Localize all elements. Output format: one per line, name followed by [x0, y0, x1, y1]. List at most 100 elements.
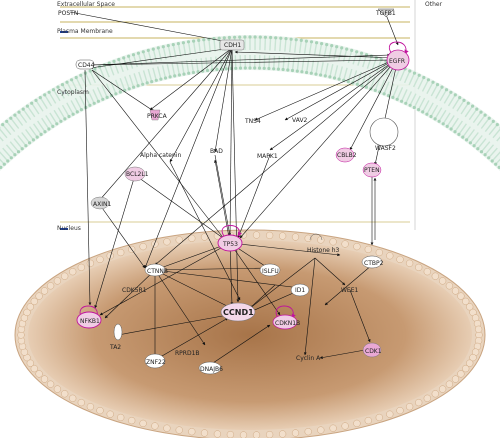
node-ctnnb[interactable]: CTNNB — [144, 263, 168, 277]
edge — [228, 47, 233, 239]
node-label: Histone h3 — [307, 247, 340, 254]
node-label: AXIN1 — [93, 201, 111, 208]
node-alpha-catenin[interactable]: Alpha catenin — [140, 152, 181, 159]
node-label: BCL2L1 — [126, 171, 149, 178]
node-wee1[interactable]: WEE1 — [341, 287, 359, 294]
node-layer: TGFB1 POSTN CDH1 CD44 EGFR PRKCA TNS4 — [58, 8, 410, 375]
node-islfu[interactable]: ISLFU — [259, 263, 281, 277]
node-label: CBLB2 — [337, 152, 357, 159]
edge — [319, 349, 366, 360]
node-label: CDK5R1 — [122, 287, 147, 294]
edge — [384, 11, 399, 46]
edge — [254, 57, 399, 121]
node-label: CTBP2 — [364, 260, 384, 267]
edge — [239, 57, 399, 239]
node-cyclin-a[interactable]: Cyclin A — [296, 355, 321, 362]
edge-layer — [69, 11, 399, 366]
node-cd44[interactable]: CD44 — [75, 59, 95, 70]
edge — [349, 289, 371, 343]
edge — [214, 154, 231, 237]
node-nfkb1[interactable]: NFKB1 — [76, 311, 102, 329]
node-cdh1[interactable]: CDH1 — [219, 39, 245, 51]
edge — [303, 257, 316, 356]
node-rprd1b[interactable]: RPRD1B — [175, 350, 200, 357]
compartment-layer — [60, 0, 416, 230]
edge — [144, 47, 233, 269]
edge — [154, 269, 206, 346]
edge — [324, 264, 373, 306]
node-mapk1[interactable]: MAPK1 — [257, 153, 278, 160]
node-wasf2[interactable]: WASF2 — [369, 117, 399, 152]
node-tp53[interactable]: TP53 — [217, 234, 243, 252]
node-cdk1[interactable]: CDK1 — [362, 342, 382, 358]
edge — [374, 57, 399, 166]
label-nucleus: Nucleus — [57, 225, 81, 232]
edge — [229, 242, 234, 306]
node-label: CCND1 — [223, 308, 254, 317]
node-ta2[interactable]: TA2 — [109, 323, 123, 351]
node-label: DNAJB6 — [200, 366, 223, 373]
edge — [99, 242, 231, 316]
edge — [154, 269, 301, 290]
edge — [349, 57, 399, 151]
node-prkca[interactable]: PRKCA — [147, 109, 168, 121]
node-label: Cyclin A — [296, 355, 321, 362]
edge — [214, 159, 231, 244]
node-label: PRKCA — [147, 113, 168, 120]
edge — [154, 317, 229, 361]
edge — [249, 284, 276, 309]
node-tns4[interactable]: TNS4 — [244, 118, 261, 125]
edge — [154, 242, 231, 271]
node-label: ZNF22 — [146, 359, 166, 366]
node-ctbp2[interactable]: CTBP2 — [361, 255, 384, 269]
node-bcl2l1[interactable]: BCL2L1 — [124, 166, 149, 182]
node-dnajb6[interactable]: DNAJB6 — [198, 361, 223, 375]
node-tgfb1[interactable]: TGFB1 — [375, 8, 396, 18]
node-label: CDH1 — [224, 42, 241, 49]
node-znf22[interactable]: ZNF22 — [144, 353, 166, 369]
edge — [284, 57, 399, 121]
node-egfr[interactable]: EGFR — [386, 49, 410, 71]
node-cdkn1b[interactable]: CDKN1B — [272, 314, 300, 330]
node-vav2[interactable]: VAV2 — [292, 117, 308, 124]
node-pten[interactable]: PTEN — [362, 162, 382, 178]
node-label: NFKB1 — [80, 318, 100, 325]
node-axin1[interactable]: AXIN1 — [90, 196, 111, 210]
edge — [234, 50, 399, 59]
node-label: ISLFU — [262, 268, 279, 275]
edge — [149, 47, 233, 111]
edge — [269, 57, 399, 151]
edge — [229, 242, 281, 316]
edge — [89, 58, 391, 66]
node-label: VAV2 — [292, 117, 308, 124]
node-id1[interactable]: ID1 — [290, 283, 310, 297]
edge — [134, 174, 231, 244]
node-histone-h3[interactable]: Histone h3 — [307, 233, 340, 254]
node-label: TNS4 — [244, 118, 261, 125]
label-cytoplasm: Cytoplasm — [57, 89, 89, 96]
edge — [213, 47, 233, 153]
edge — [104, 269, 156, 319]
node-cbl[interactable]: CBLB2 — [335, 147, 357, 163]
edge — [99, 204, 146, 269]
node-cdk5r1[interactable]: CDK5R1 — [122, 287, 147, 294]
node-ccnd1[interactable]: CCND1 — [220, 302, 256, 322]
edge — [169, 47, 233, 163]
node-label: CD44 — [78, 62, 95, 69]
edge — [89, 53, 391, 66]
node-label: ID1 — [295, 287, 305, 294]
node-label: TP53 — [222, 241, 238, 248]
edge — [91, 69, 156, 113]
node-bad[interactable]: BAD — [210, 148, 223, 155]
label-other: Other — [425, 1, 443, 8]
edge — [91, 69, 226, 241]
edge — [117, 314, 229, 336]
node-label: RPRD1B — [175, 350, 200, 357]
node-postn[interactable]: POSTN — [58, 10, 78, 17]
node-label: WEE1 — [341, 287, 359, 294]
label-extracellular: Extracellular Space — [57, 1, 115, 8]
label-plasma-membrane: Plasma Membrane — [57, 28, 113, 35]
edge — [154, 266, 271, 271]
edge — [169, 161, 241, 301]
